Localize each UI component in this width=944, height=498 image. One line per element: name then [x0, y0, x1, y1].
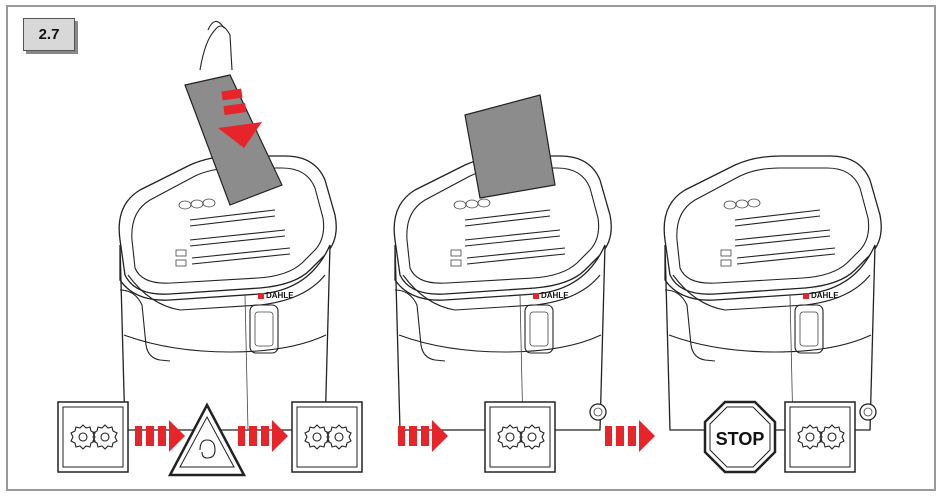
- gears-stopped-icon: [784, 401, 856, 473]
- gears-forward-icon: [57, 401, 129, 473]
- hand-caution-icon: [167, 402, 247, 477]
- gears-running-icon: [291, 401, 363, 473]
- stop-text: STOP: [716, 429, 765, 449]
- step-badge: 2.7: [23, 18, 75, 51]
- stop-sign-icon: STOP: [703, 400, 777, 474]
- shredder-panel-3: DAHLE: [663, 155, 882, 431]
- brand-label-3: DAHLE: [811, 291, 839, 300]
- shredder-panel-2: DAHLE: [393, 155, 612, 431]
- brand-label-2: DAHLE: [541, 291, 569, 300]
- shredder-panel-1: DAHLE: [118, 155, 337, 431]
- paper-stack-2: [464, 94, 556, 199]
- gears-running-icon: [484, 401, 556, 473]
- flow-arrow-icon: [605, 420, 655, 452]
- hand-icon: [199, 25, 233, 71]
- brand-label-1: DAHLE: [266, 291, 294, 300]
- paper-stack-1: [184, 20, 283, 206]
